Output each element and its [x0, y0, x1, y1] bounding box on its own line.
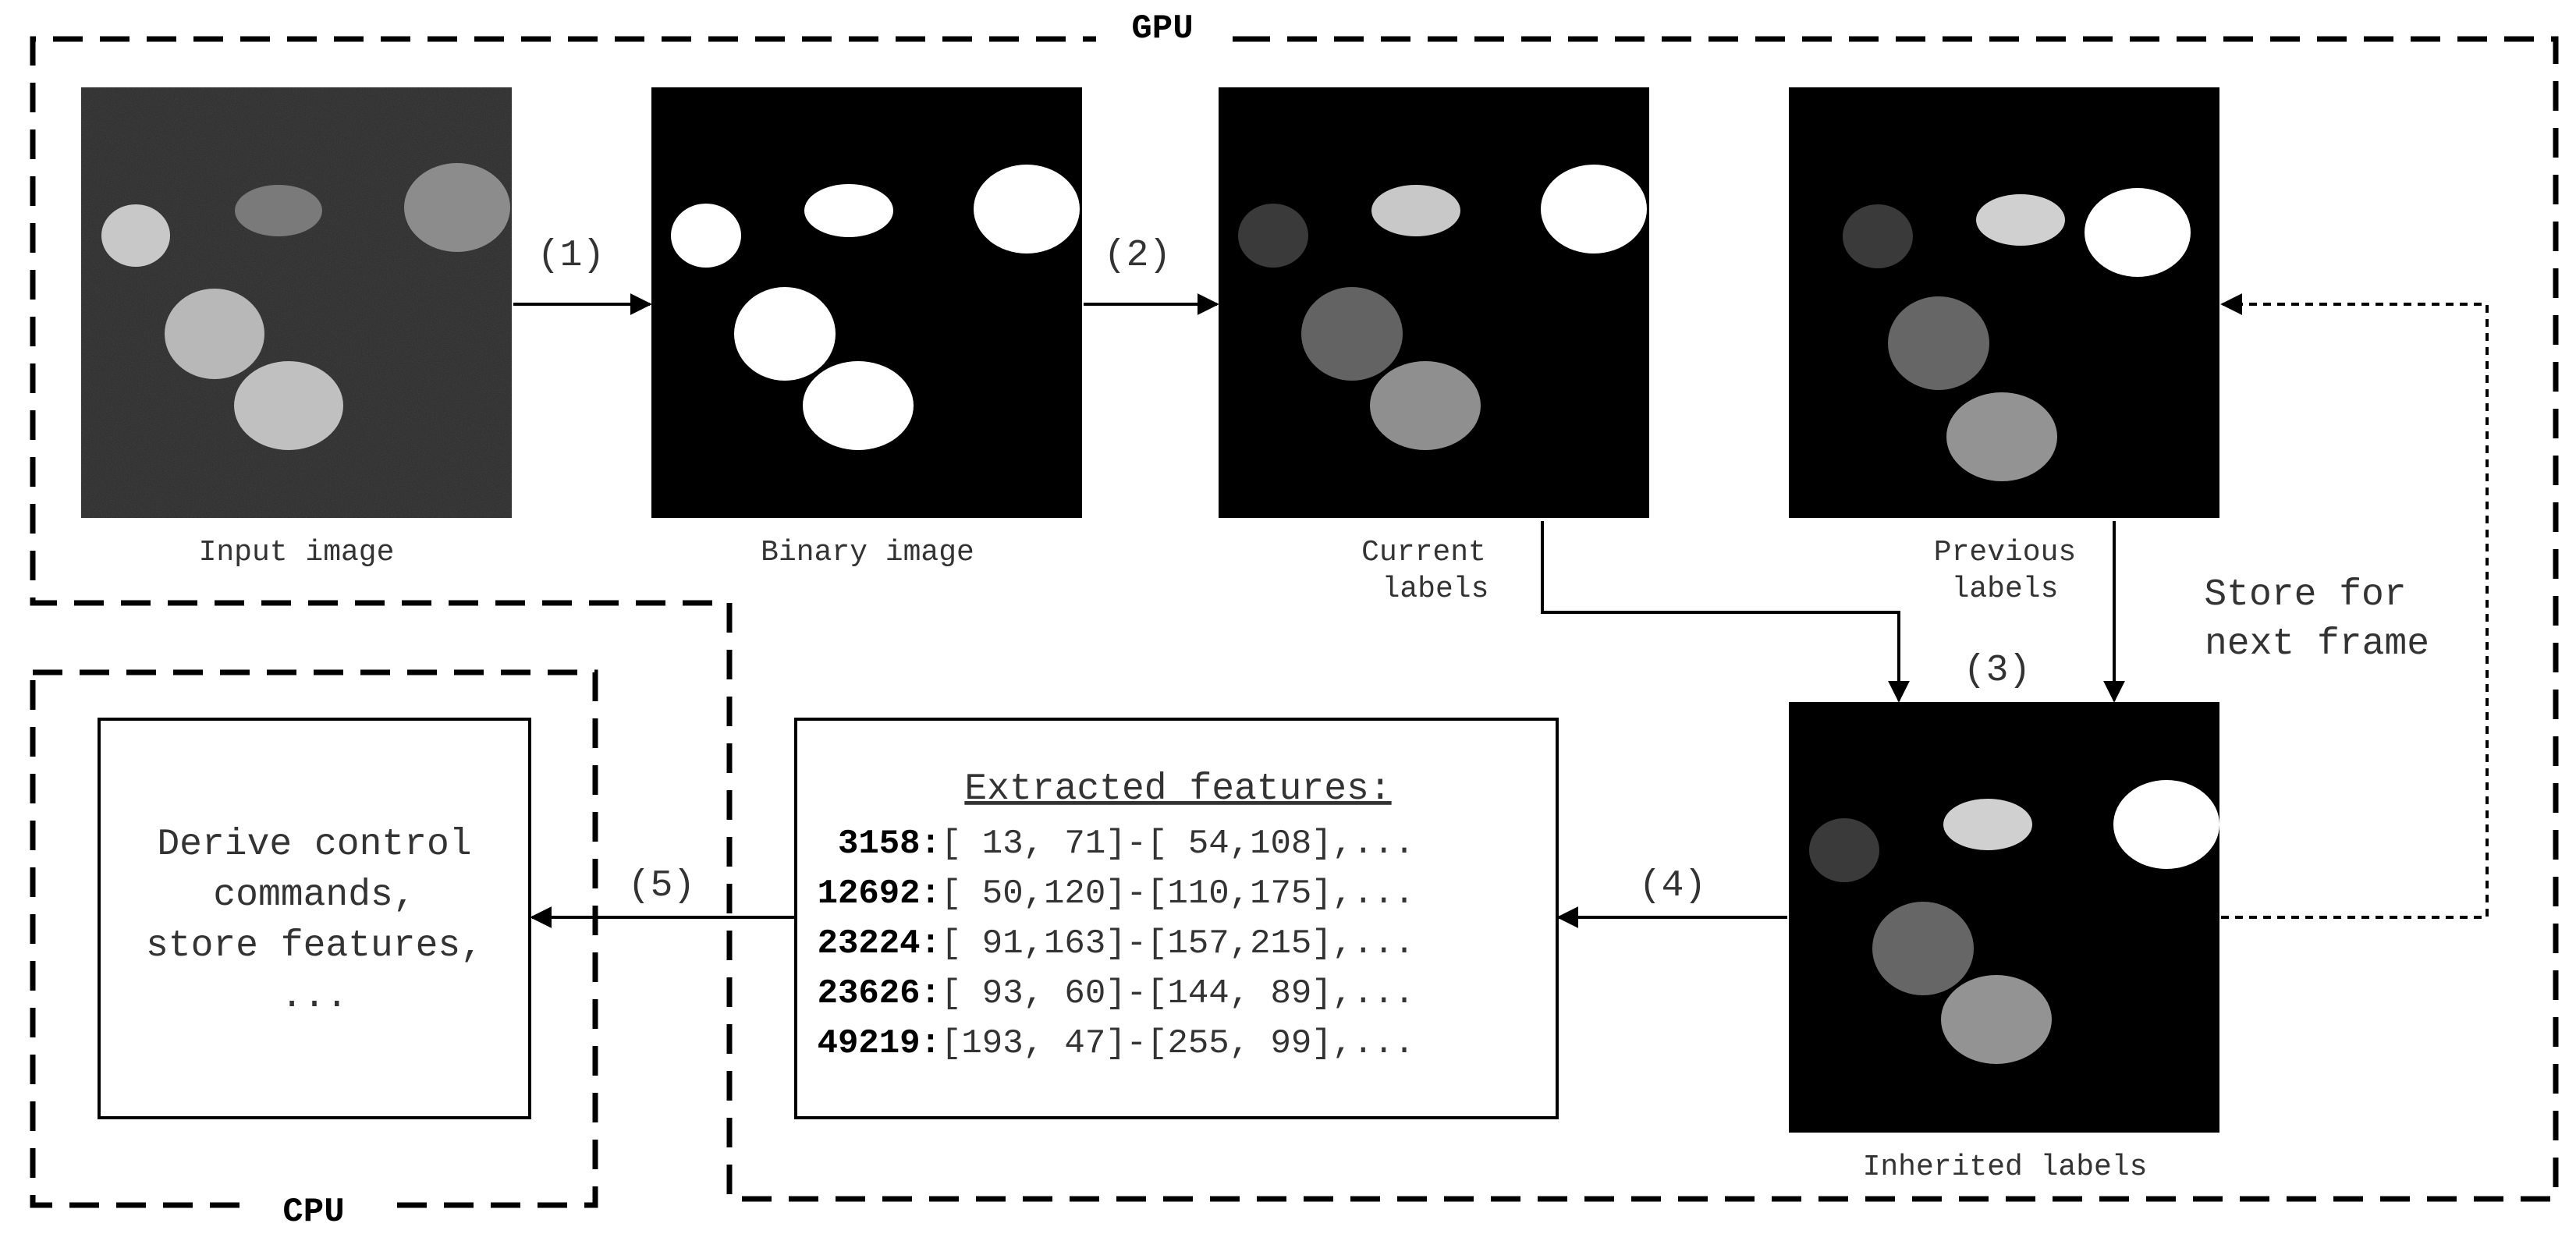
features-rows: 3158: [ 13, 71]-[ 54,108],... 12692: [ 5…: [818, 824, 1415, 1063]
feature-row-value: [193, 47]-[255, 99],...: [941, 1024, 1414, 1063]
feature-row: 12692:: [818, 874, 941, 913]
feature-row: 23626:: [818, 974, 941, 1013]
binary-image: [651, 87, 1082, 518]
previous-labels-caption-1: Previous: [1934, 536, 2076, 569]
step-5-label: (5): [628, 865, 695, 907]
step-4-label: (4): [1639, 865, 1706, 907]
feature-row-value: [ 93, 60]-[144, 89],...: [941, 974, 1414, 1013]
feedback-note-2: next frame: [2205, 623, 2429, 665]
inherited-labels-image: [1789, 702, 2219, 1133]
cpu-label: CPU: [282, 1193, 344, 1232]
features-title: Extracted features:: [964, 768, 1391, 810]
previous-labels-image: [1789, 87, 2219, 518]
cpu-task-line-3: store features,: [146, 925, 483, 967]
cpu-task-box: [98, 718, 531, 1119]
input-image-caption: Input image: [199, 536, 395, 569]
feature-row: 23224:: [818, 924, 941, 963]
cpu-task-line-1: Derive control: [157, 824, 471, 866]
cpu-region-boundary: [30, 669, 598, 1208]
inherited-labels-caption: Inherited labels: [1863, 1151, 2148, 1184]
current-labels-image: [1219, 87, 1649, 518]
previous-labels-caption-2: labels: [1952, 573, 2059, 606]
arrow-current-to-inherited: [1541, 521, 1910, 703]
step-3-label: (3): [1964, 650, 2031, 692]
step-1-label: (1): [538, 235, 605, 277]
feature-row-value: [ 13, 71]-[ 54,108],...: [941, 824, 1414, 863]
binary-image-caption: Binary image: [761, 536, 974, 569]
cpu-task-line-2: commands,: [213, 874, 415, 917]
feature-row: 49219:: [818, 1024, 941, 1063]
feature-row-value: [ 50,120]-[110,175],...: [941, 874, 1414, 913]
step-2-label: (2): [1104, 235, 1171, 277]
feature-row: 3158:: [838, 824, 941, 863]
gpu-label: GPU: [1131, 9, 1193, 48]
current-labels-caption-1: Current: [1361, 536, 1486, 569]
arrow-feedback-store: [2220, 293, 2489, 919]
cpu-task-line-4: ...: [281, 976, 348, 1018]
feature-row-value: [ 91,163]-[157,215],...: [941, 924, 1414, 963]
feedback-note-1: Store for: [2204, 574, 2406, 616]
current-labels-caption-2: labels: [1382, 573, 1489, 606]
input-image: [81, 87, 512, 518]
